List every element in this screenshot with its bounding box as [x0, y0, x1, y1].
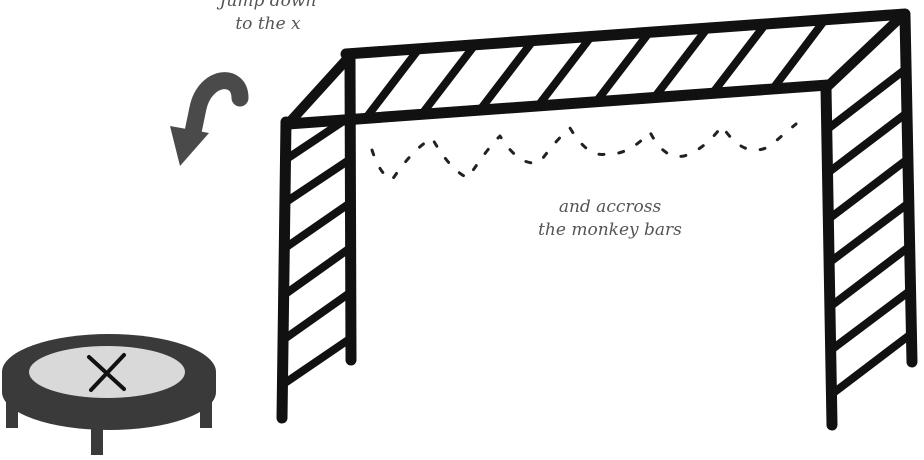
jump-label-line-1: Jump down — [178, 0, 358, 13]
top-bars — [288, 14, 905, 124]
across-label-line-2: the monkey bars — [490, 219, 730, 242]
across-label-line-1: and accross — [490, 196, 730, 219]
jump-instruction-label: Jump down to the x — [178, 0, 358, 36]
across-instruction-label: and accross the monkey bars — [490, 196, 730, 242]
curved-arrow-icon — [170, 81, 240, 166]
jump-label-line-2: to the x — [178, 13, 358, 36]
swing-path — [372, 124, 796, 180]
trampoline-icon — [2, 334, 216, 455]
